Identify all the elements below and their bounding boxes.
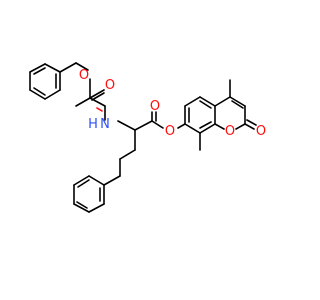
bond [73,203,90,213]
coumarin-pyranone-ring [214,96,257,130]
bond-inner [231,100,244,109]
bond [229,96,246,107]
bond [103,175,121,186]
bond [44,63,61,73]
bond [117,120,136,131]
bond [214,123,225,130]
bond [73,175,90,186]
phe-phenyl-ring [73,175,121,213]
molecule-diagram: O O H N O O O O [29,62,266,213]
atom-o-lactone-carbonyl: O [256,124,266,139]
bond [59,62,77,73]
bond [199,123,216,134]
bond-inner [76,201,88,209]
bond [184,96,201,107]
bond-inner [33,67,46,75]
bond [199,96,216,107]
bond [44,89,61,100]
coumarin-benzene-ring [184,96,216,134]
bond [88,203,105,213]
bond [29,63,46,73]
bond-inner [199,100,212,109]
atom-o-ester-carbonyl: O [150,99,160,114]
bond [119,149,136,160]
bond [88,175,105,186]
bond [235,123,246,130]
atom-o-ester-link: O [165,124,175,139]
bond [89,97,106,107]
structure-canvas: O O H N O O O O [29,62,266,213]
bond-inner [77,179,90,188]
bond [214,96,231,107]
bond [151,120,164,129]
cbz-phenyl-ring [29,63,61,100]
bond [75,97,91,107]
bond [89,89,105,99]
atom-o-carbamate-carbonyl: O [105,78,115,93]
atom-n-amine: N [100,117,110,132]
bond [184,123,201,134]
atom-o-ring: O [225,124,235,139]
bond-inner [33,87,46,96]
bond [134,120,153,131]
bond [177,123,186,129]
atom-o-carbamate-ether: O [79,68,89,83]
bond [244,123,255,130]
bond [29,89,46,100]
atom-h-amine: H [88,117,98,132]
bond [96,107,103,112]
bond-inner [199,121,212,129]
bond [246,119,257,126]
bond [75,62,89,71]
bond [91,92,105,101]
